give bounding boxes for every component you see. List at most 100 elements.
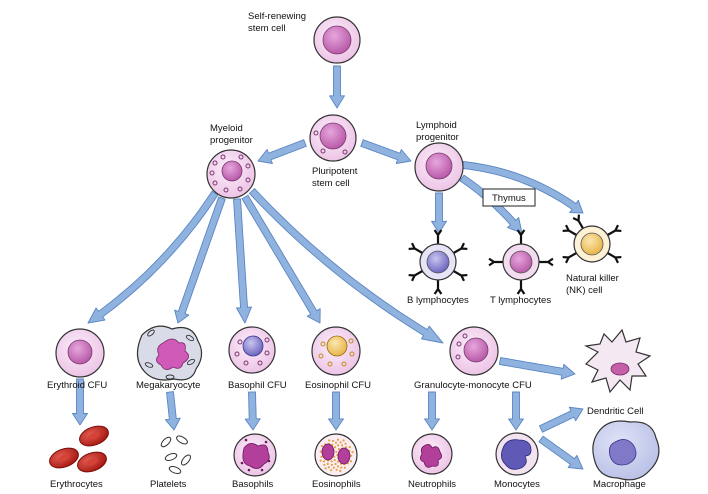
receptor-icon <box>607 252 622 264</box>
lymphoid-label-2: progenitor <box>416 132 459 143</box>
flow-arrow <box>424 391 440 431</box>
macrophage-cell <box>592 420 660 481</box>
flow-arrow <box>87 190 219 324</box>
granulocyte-monocyte-cfu-cell <box>449 326 499 376</box>
nk-cell-label-1: Natural killer <box>566 273 619 284</box>
platelets-cells <box>160 435 191 474</box>
granule-dot <box>328 439 331 442</box>
pluripotent-label-2: stem cell <box>312 178 349 189</box>
granule-dot <box>319 459 322 462</box>
granule-dot <box>320 455 323 458</box>
granule-dot <box>323 463 326 466</box>
flow-arrow <box>508 391 524 431</box>
t-lymphocyte-cell <box>488 229 554 295</box>
granule-dot <box>334 441 338 444</box>
erythrocytes-label: Erythrocytes <box>50 479 103 490</box>
granule-dot <box>336 465 340 468</box>
eosinophil-cfu-cell <box>311 326 361 376</box>
monocytes-label: Monocytes <box>494 479 540 490</box>
megakaryocyte-label: Megakaryocyte <box>136 380 200 391</box>
granule-dot <box>320 444 323 448</box>
granule-dot <box>330 463 333 466</box>
receptor-icon <box>607 224 622 236</box>
granule-dot <box>331 439 334 443</box>
granule-dot <box>323 460 326 463</box>
erythroid-cfu-label: Erythroid CFU <box>47 380 107 391</box>
receptor-icon <box>516 280 526 295</box>
basophils-cell <box>233 433 277 477</box>
granule-dot <box>345 446 348 449</box>
receptor-icon <box>408 242 423 254</box>
granule-dot <box>333 455 336 458</box>
flow-arrow <box>328 391 344 431</box>
flow-arrow <box>498 357 576 380</box>
granule-dot <box>349 460 353 463</box>
myeloid-label-1: Myeloid <box>210 123 243 134</box>
flow-arrow <box>164 391 181 431</box>
receptor-icon <box>453 242 468 254</box>
receptor-icon <box>539 257 554 267</box>
erythroid-cfu-cell <box>55 328 105 378</box>
erythrocytes-cells <box>49 425 109 473</box>
eosinophil-cfu-label: Eosinophil CFU <box>305 380 371 391</box>
flow-arrow <box>431 192 447 234</box>
granule-dot <box>343 466 346 469</box>
granule-dot <box>339 441 342 444</box>
lymphoid-label-1: Lymphoid <box>416 120 457 131</box>
b-lymphocyte-cell <box>408 229 468 295</box>
granule-dot <box>335 450 338 453</box>
myeloid-label-2: progenitor <box>210 135 253 146</box>
granule-dot <box>339 469 342 473</box>
granule-dot <box>350 454 353 457</box>
basophils-label: Basophils <box>232 479 273 490</box>
granulocyte-monocyte-cfu-label: Granulocyte-monocyte CFU <box>414 380 532 391</box>
t-lymphocytes-label: T lymphocytes <box>490 295 551 306</box>
granule-dot <box>332 466 335 469</box>
flow-arrow <box>241 194 321 324</box>
receptor-icon <box>562 252 577 264</box>
flow-arrow <box>538 435 584 470</box>
eosinophils-label: Eosinophils <box>312 479 361 490</box>
flow-arrow <box>360 139 412 164</box>
granule-dot <box>333 446 337 449</box>
pluripotent-label-1: Pluripotent <box>312 166 358 177</box>
monocytes-cell <box>495 432 539 476</box>
flow-arrow <box>174 196 226 324</box>
granule-dot <box>326 462 329 465</box>
receptor-icon <box>453 270 468 282</box>
macrophage-label: Macrophage <box>593 479 646 490</box>
granule-dot <box>348 446 351 449</box>
flow-arrow <box>233 198 252 324</box>
flow-arrow <box>329 65 345 109</box>
receptor-icon <box>433 229 443 244</box>
myeloid-progenitor-cell <box>206 149 256 199</box>
granule-dot <box>341 444 344 447</box>
granule-dot <box>342 439 345 442</box>
receptor-icon <box>516 229 526 244</box>
lymphoid-progenitor-cell <box>414 142 464 192</box>
basophil-cfu-cell <box>228 326 276 374</box>
flow-arrow <box>244 391 261 431</box>
b-lymphocytes-label: B lymphocytes <box>407 295 469 306</box>
dendritic-cell <box>584 328 652 394</box>
self-renewing-label-1: Self-renewing <box>248 11 306 22</box>
nk-cell-label-2: (NK) cell <box>566 285 602 296</box>
granule-dot <box>337 447 340 451</box>
megakaryocyte-cell <box>136 325 203 381</box>
neutrophils-cell <box>411 433 453 475</box>
granule-dot <box>340 466 343 469</box>
self-renewing-label-2: stem cell <box>248 23 285 34</box>
nk-cell <box>562 214 622 264</box>
granule-dot <box>336 438 340 441</box>
granule-dot <box>334 462 337 466</box>
granule-dot <box>324 467 327 470</box>
basophil-cfu-label: Basophil CFU <box>228 380 287 391</box>
granule-dot <box>344 442 347 445</box>
dendritic-cell-label: Dendritic Cell <box>587 406 644 417</box>
eosinophils-cell <box>314 433 358 477</box>
pluripotent-stem-cell <box>309 114 357 162</box>
granule-dot <box>337 444 340 447</box>
flow-arrow <box>539 406 584 433</box>
granule-dot <box>335 468 338 471</box>
